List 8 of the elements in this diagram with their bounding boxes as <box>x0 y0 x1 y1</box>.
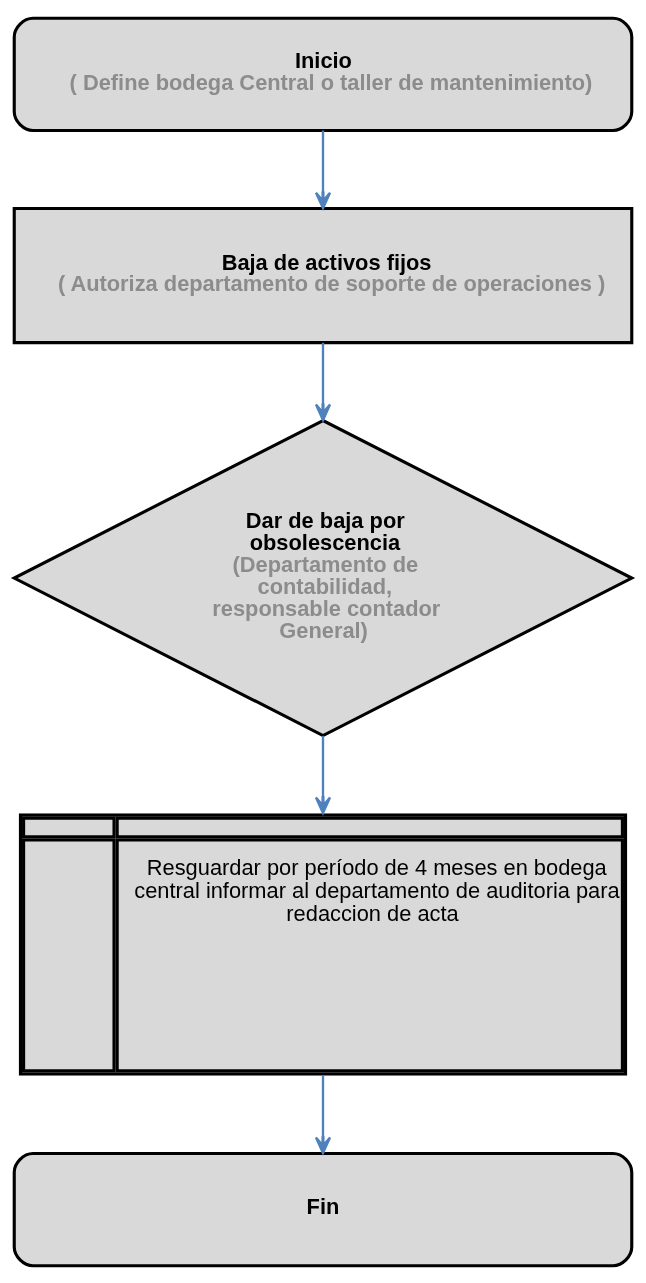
node-box: Fin <box>12 1151 634 1267</box>
arrow <box>314 735 332 814</box>
node-box: Inicio ( Define bodega Central o taller de mantenimiento) <box>12 16 634 132</box>
node-box: Baja de activos fijos ( Autoriza departamento de soporte de operaciones ) <box>12 206 634 344</box>
node-diamond: Dar de baja por obsolescencia (Departamento de contabilidad, responsable contador General) <box>10 418 636 737</box>
arrow <box>314 1075 332 1154</box>
arrow <box>314 342 332 421</box>
arrow <box>314 130 332 209</box>
